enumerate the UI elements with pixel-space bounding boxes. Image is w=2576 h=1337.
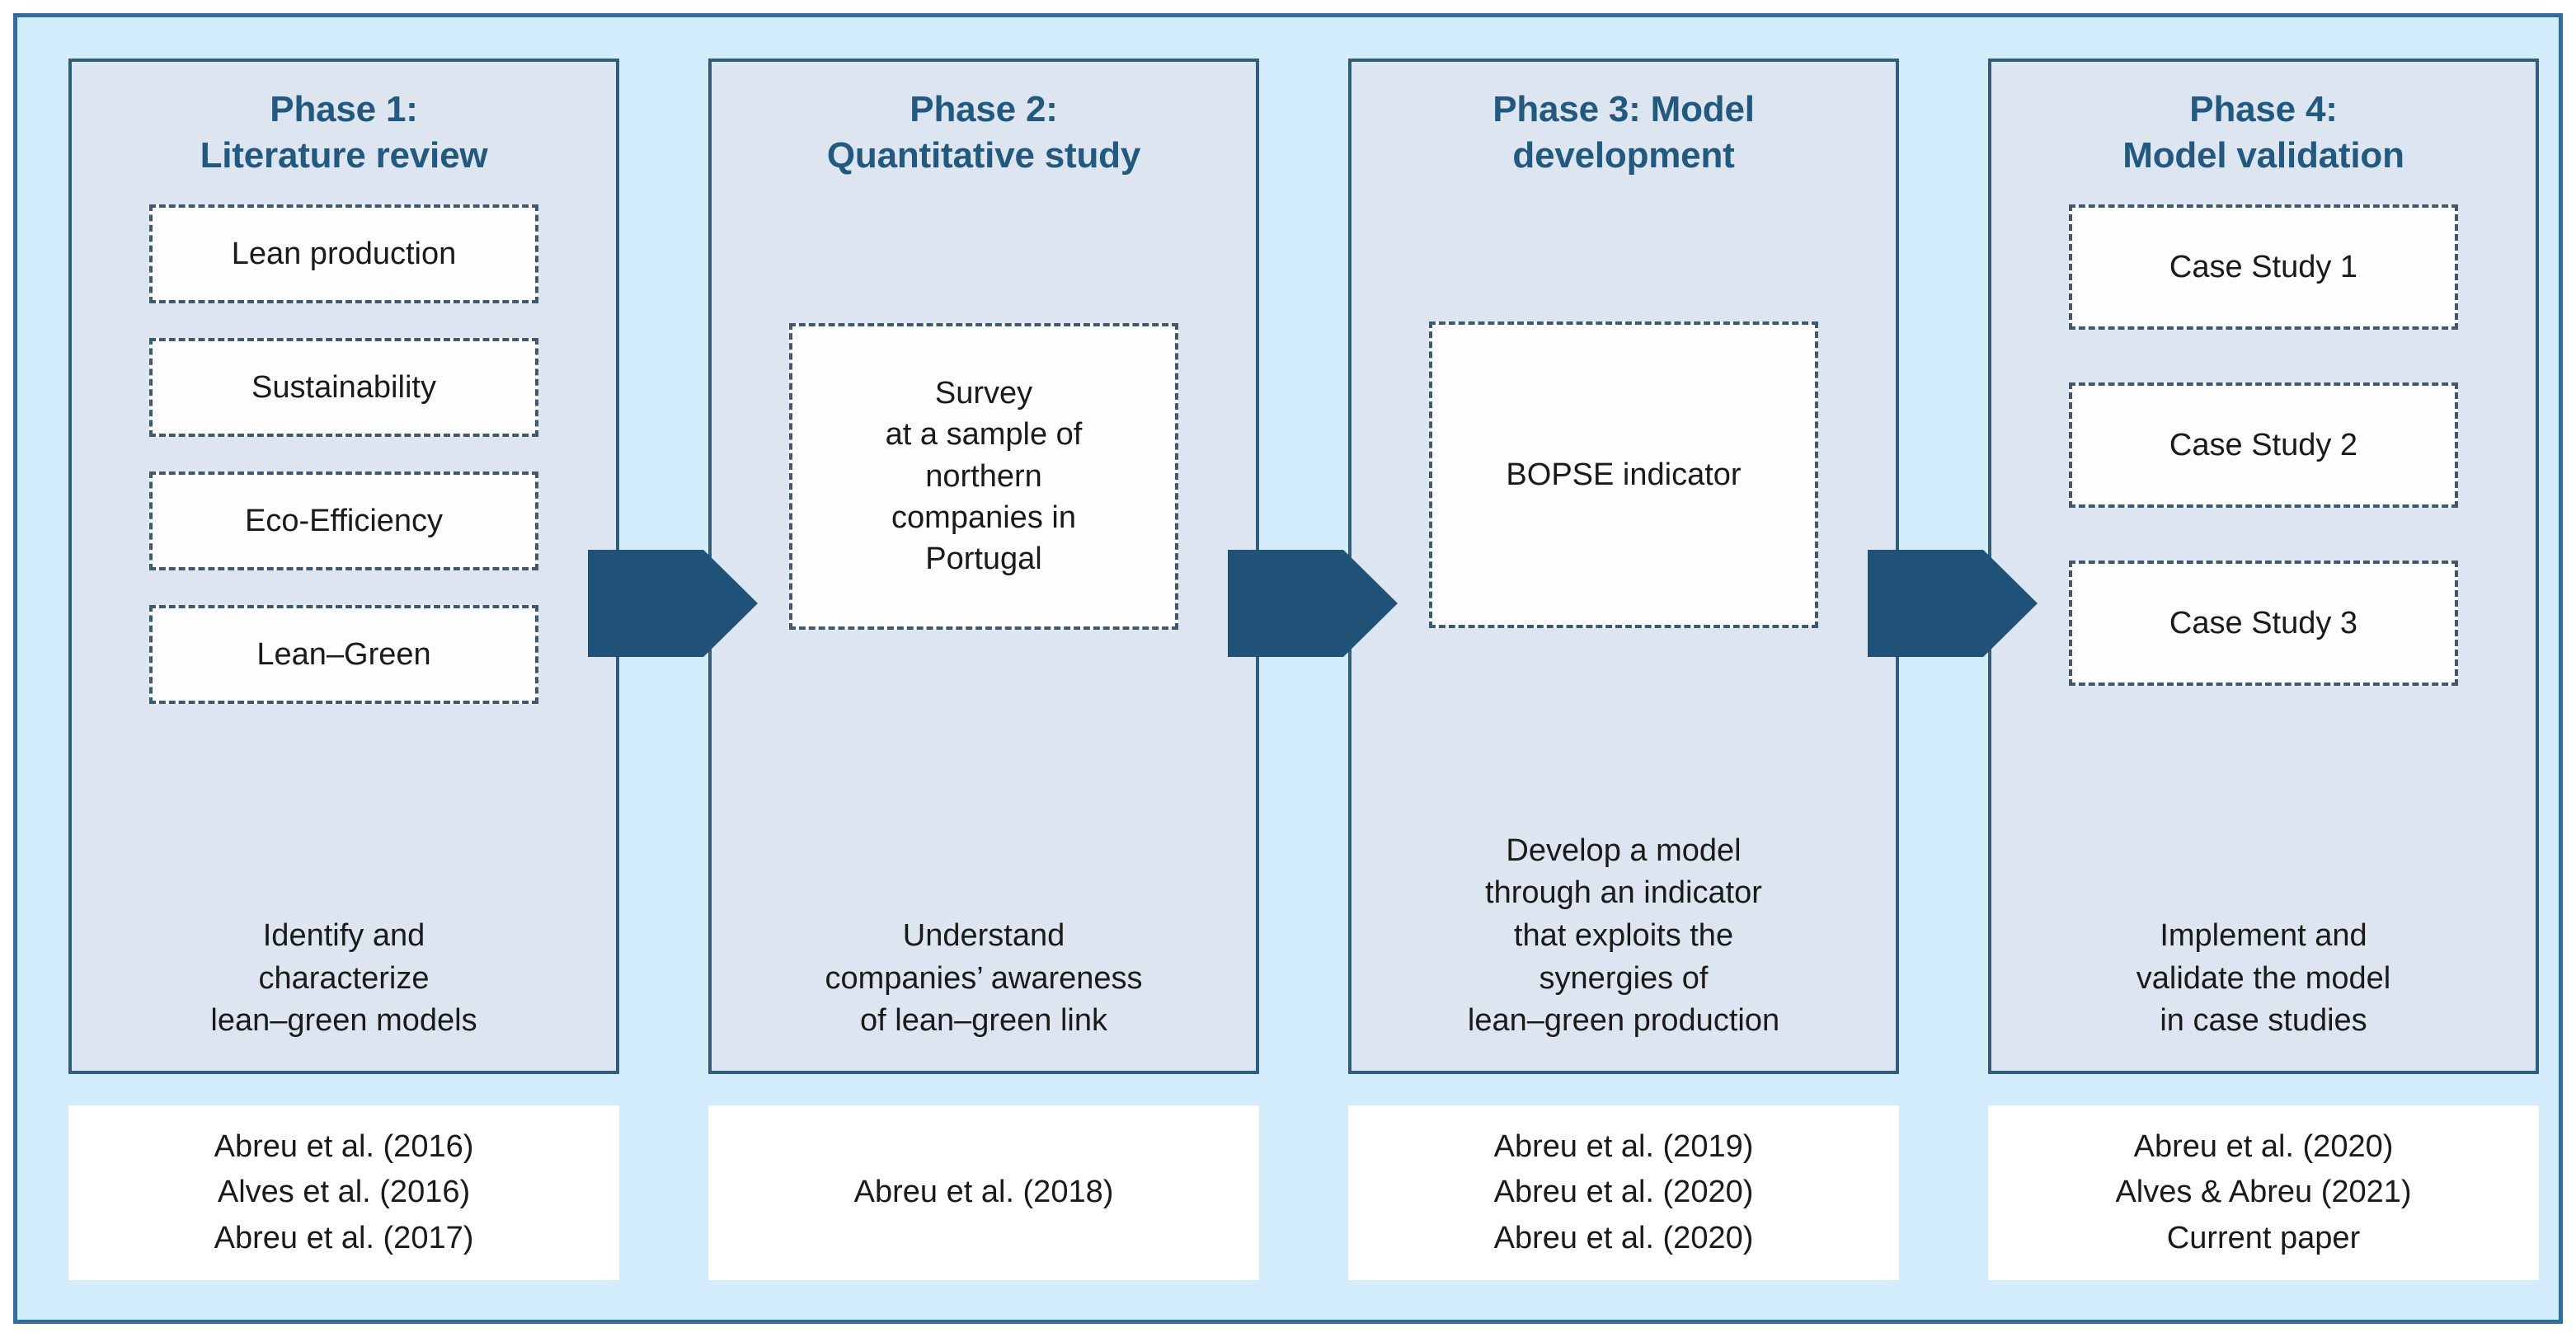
- phase-4-box-case-study-2: Case Study 2: [2069, 382, 2458, 508]
- reference-item: Abreu et al. (2020): [1493, 1220, 1754, 1255]
- phase-2-caption-line3: of lean–green link: [860, 1003, 1107, 1039]
- phase-4-box-case-study-3: Case Study 3: [2069, 560, 2458, 686]
- phase-4-caption: Implement and validate the model in case…: [1991, 915, 2536, 1043]
- phase-panel-4: Phase 4: Model validation Case Study 1 C…: [1988, 59, 2539, 1074]
- diagram-outer-frame: Phase 1: Literature review Lean producti…: [13, 13, 2563, 1324]
- phase-2-title-line1: Phase 2:: [910, 89, 1058, 129]
- phase-2-caption-line1: Understand: [902, 917, 1065, 953]
- reference-item: Abreu et al. (2020): [2133, 1128, 2394, 1164]
- phase-4-box-list: Case Study 1 Case Study 2 Case Study 3: [2069, 204, 2458, 686]
- phase-2-box-list: Survey at a sample of northern companies…: [789, 322, 1178, 630]
- references-box-phase-1: Abreu et al. (2016) Alves et al. (2016) …: [68, 1105, 619, 1280]
- phase-3-caption-line2: through an indicator: [1485, 875, 1762, 911]
- phase-panel-3: Phase 3: Model development BOPSE indicat…: [1348, 59, 1899, 1074]
- phase-2-title-line2: Quantitative study: [826, 135, 1141, 176]
- phase-1-box-lean-production: Lean production: [149, 204, 538, 303]
- phase-3-caption: Develop a model through an indicator tha…: [1351, 830, 1896, 1043]
- phase-2-box-line1: Survey: [934, 376, 1033, 411]
- phase-3-caption-line5: lean–green production: [1467, 1003, 1780, 1039]
- phase-1-caption-line2: characterize: [258, 960, 430, 996]
- phase-4-title-line2: Model validation: [2122, 135, 2404, 176]
- phase-2-box-line2: at a sample of: [885, 417, 1083, 453]
- phase-4-title: Phase 4: Model validation: [2016, 87, 2511, 180]
- phase-panel-2: Phase 2: Quantitative study Survey at a …: [708, 59, 1259, 1074]
- phase-3-title-line2: development: [1512, 135, 1735, 176]
- phase-1-caption: Identify and characterize lean–green mod…: [72, 915, 616, 1043]
- reference-item: Abreu et al. (2017): [214, 1220, 474, 1255]
- phase-3-caption-line1: Develop a model: [1506, 833, 1742, 868]
- references-box-phase-4: Abreu et al. (2020) Alves & Abreu (2021)…: [1988, 1105, 2539, 1280]
- phase-3-title: Phase 3: Model development: [1376, 87, 1871, 180]
- phase-4-caption-line1: Implement and: [2160, 917, 2367, 953]
- phase-3-title-line1: Phase 3: Model: [1492, 89, 1755, 129]
- phase-4-title-line1: Phase 4:: [2189, 89, 2338, 129]
- phase-2-box-line3: northern: [925, 458, 1042, 494]
- reference-item: Abreu et al. (2019): [1493, 1128, 1754, 1164]
- reference-item: Abreu et al. (2016): [214, 1128, 474, 1164]
- phase-3-box-bopse-indicator: BOPSE indicator: [1429, 321, 1818, 628]
- phase-panel-1: Phase 1: Literature review Lean producti…: [68, 59, 619, 1074]
- reference-item: Alves & Abreu (2021): [2115, 1175, 2412, 1210]
- phase-1-title-line1: Phase 1:: [270, 89, 418, 129]
- phase-1-box-lean-green: Lean–Green: [149, 604, 538, 704]
- reference-item: Abreu et al. (2018): [853, 1175, 1114, 1210]
- phase-3-caption-line3: that exploits the: [1513, 917, 1734, 953]
- reference-item: Current paper: [2166, 1220, 2361, 1255]
- phase-1-box-list: Lean production Sustainability Eco-Effic…: [149, 204, 538, 704]
- phase-4-caption-line2: validate the model: [2136, 960, 2391, 996]
- phase-2-title: Phase 2: Quantitative study: [736, 87, 1231, 180]
- phase-2-box-line5: Portugal: [925, 541, 1042, 576]
- phase-2-box-survey: Survey at a sample of northern companies…: [789, 322, 1178, 630]
- phase-1-title-line2: Literature review: [200, 135, 488, 176]
- phase-2-caption-line2: companies’ awareness: [825, 960, 1143, 996]
- phase-1-box-sustainability: Sustainability: [149, 337, 538, 437]
- phase-1-box-eco-efficiency: Eco-Efficiency: [149, 471, 538, 570]
- phase-1-title: Phase 1: Literature review: [96, 87, 591, 180]
- references-box-phase-3: Abreu et al. (2019) Abreu et al. (2020) …: [1348, 1105, 1899, 1280]
- phase-3-box-list: BOPSE indicator: [1429, 321, 1818, 628]
- phase-1-caption-line1: Identify and: [262, 917, 425, 953]
- phase-2-box-line4: companies in: [891, 500, 1076, 535]
- phase-3-caption-line4: synergies of: [1539, 960, 1709, 996]
- reference-item: Abreu et al. (2020): [1493, 1175, 1754, 1210]
- phase-2-caption: Understand companies’ awareness of lean–…: [712, 915, 1256, 1043]
- references-box-phase-2: Abreu et al. (2018): [708, 1105, 1259, 1280]
- phase-4-box-case-study-1: Case Study 1: [2069, 204, 2458, 330]
- reference-item: Alves et al. (2016): [217, 1175, 471, 1210]
- phase-4-caption-line3: in case studies: [2160, 1003, 2367, 1039]
- phase-1-caption-line3: lean–green models: [210, 1003, 477, 1039]
